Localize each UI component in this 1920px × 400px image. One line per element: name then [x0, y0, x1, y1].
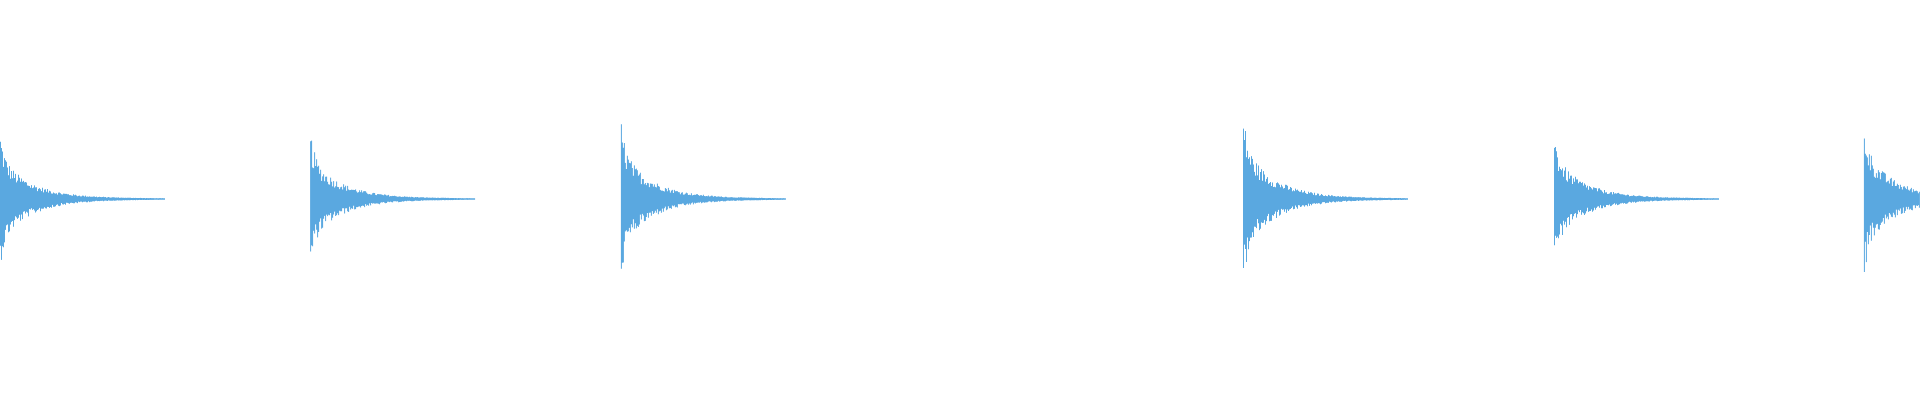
waveform-hit-5 — [1554, 147, 1719, 246]
waveform-hit-6 — [1863, 138, 1920, 272]
waveform-hit-1 — [0, 141, 165, 260]
waveform-hits — [0, 124, 1920, 272]
waveform-hit-4 — [1243, 128, 1408, 268]
waveform-hit-3 — [620, 124, 786, 269]
waveform-hit-2 — [310, 140, 476, 252]
